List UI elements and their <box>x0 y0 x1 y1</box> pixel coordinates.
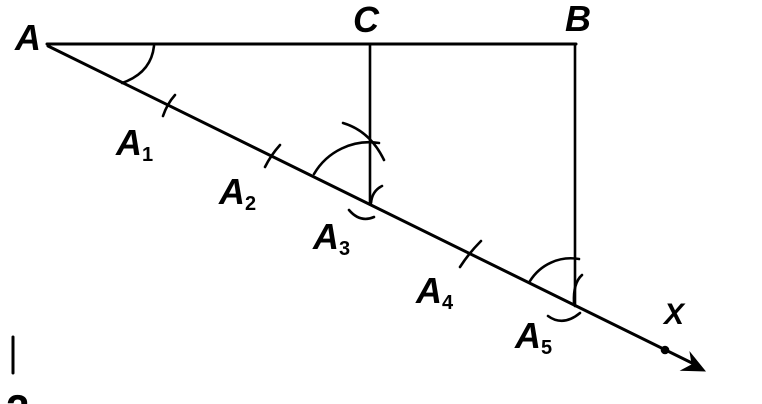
label-C: C <box>353 0 380 40</box>
label-A1: A1 <box>115 122 153 166</box>
ray-arrowhead <box>679 351 706 372</box>
tick-mark-A4 <box>458 239 483 269</box>
label-A3: A3 <box>312 216 350 260</box>
label-X: X <box>662 298 686 331</box>
label-A: A <box>14 17 41 58</box>
angle-arc-A5 <box>528 257 581 283</box>
point-dot-near-X <box>660 345 670 355</box>
small-arc-A5-upper <box>572 273 584 305</box>
small-arc-A3-upper <box>369 184 384 205</box>
small-arc-A3-lower <box>347 208 376 221</box>
small-arc-A5-lower <box>546 311 582 323</box>
angle-arc-A3 <box>312 141 381 176</box>
cut-arc-A3 <box>341 121 386 162</box>
ray-AX-line <box>46 44 697 366</box>
label-A5: A5 <box>514 315 552 359</box>
tick-mark-A1 <box>161 93 177 118</box>
label-A2: A2 <box>218 171 256 215</box>
cropped-number: 2 <box>6 386 29 404</box>
label-B: B <box>565 0 591 39</box>
label-A4: A4 <box>415 270 454 314</box>
angle-arc-A <box>120 44 156 85</box>
tick-mark-A2 <box>263 143 282 169</box>
